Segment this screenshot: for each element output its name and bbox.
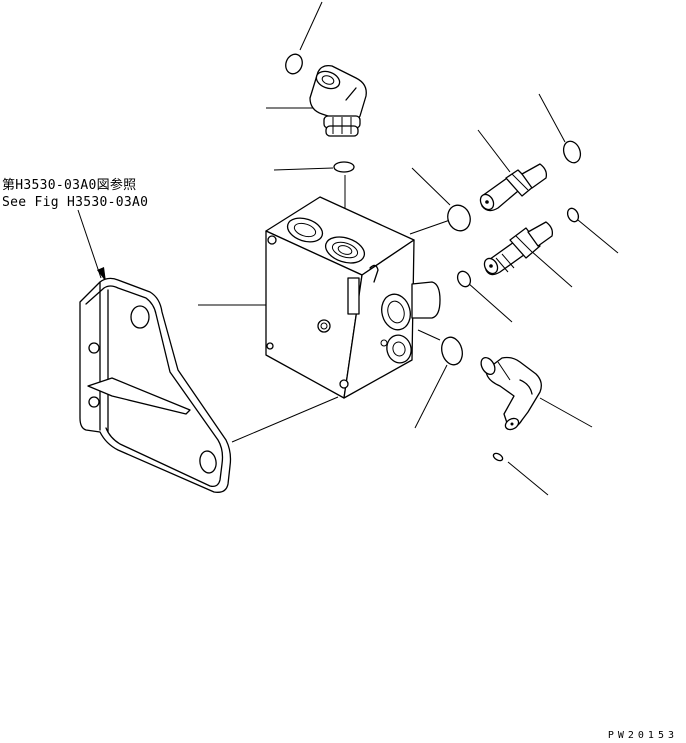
reference-arrow-line [77,209,102,279]
reference-note-english: See Fig H3530-03A0 [2,195,149,210]
leader-bracket-to-block [231,396,339,443]
reference-arrowhead [97,267,106,282]
leader-block-side [417,329,441,341]
leader-oring-mid2 [467,282,513,323]
bracket-hole-3 [130,305,150,329]
leader-elbow-lower [539,397,593,428]
elbow-fitting-lower [480,356,542,431]
reference-note-japanese: 第H3530-03A0図参照 [2,178,137,193]
drawing-code: PW20153 [607,730,678,741]
o-ring-bottom [492,452,504,462]
leader-lines [77,1,619,496]
o-ring-mid-2 [456,270,472,288]
o-ring-right-2 [566,207,580,223]
o-ring-mid-1 [447,204,471,232]
connector-lower [483,221,554,276]
leader-connector-upper [477,129,511,173]
o-ring-lower [441,336,463,366]
mounting-bracket [79,277,232,493]
o-rings [285,53,582,462]
bracket-hole-1 [88,342,100,354]
leader-oring-top [299,1,323,51]
bracket-hole-2 [88,396,100,408]
leader-oring-right1 [538,93,566,143]
bracket-hole-4 [199,450,217,474]
leader-oring-mid [411,167,451,206]
elbow-fitting-top [309,64,367,137]
leader-connector-lower [529,249,573,288]
o-ring-small-top [333,161,355,173]
leader-oring-bottom [507,461,549,496]
leader-block-port [409,219,451,235]
bracket-plate [79,277,232,493]
connector-upper [479,163,548,212]
o-ring-top [285,53,303,75]
leader-oring-small-top [273,167,334,171]
bracket-gusset [87,377,191,415]
o-ring-right-1 [562,140,582,164]
leader-oring-lower [414,364,448,429]
valve-block [265,196,441,399]
leader-oring-right2 [577,219,619,254]
